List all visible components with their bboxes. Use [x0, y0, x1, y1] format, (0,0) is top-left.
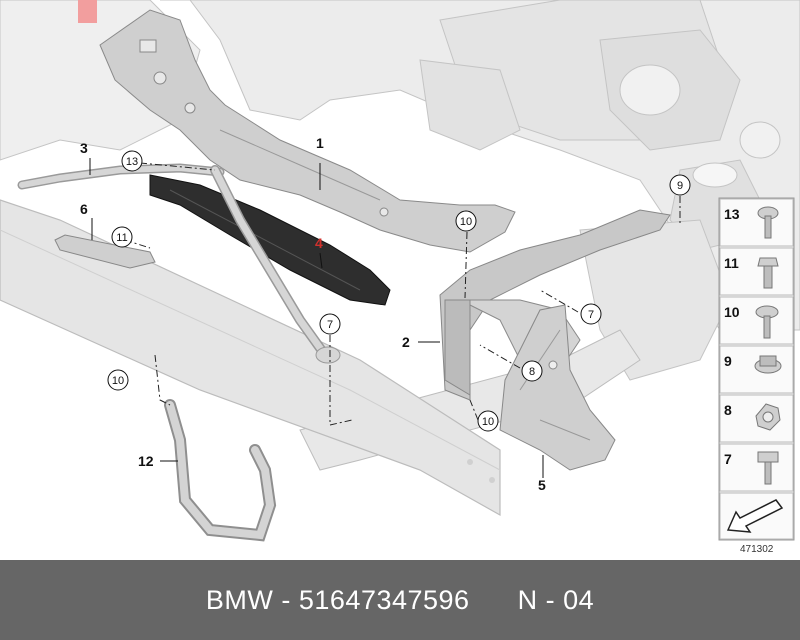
- leader-lines: [89, 158, 544, 478]
- footer-brand: BMW: [205, 584, 274, 615]
- callout-4-highlighted: 4: [315, 235, 323, 251]
- svg-text:7: 7: [724, 451, 732, 467]
- svg-text:10: 10: [724, 304, 740, 320]
- callout-labels: 1 3 6 2 5 12 4: [80, 135, 546, 493]
- parts-diagram-area: 1 3 6 2 5 12 4 13 11 10 10 10: [0, 0, 800, 555]
- bumper-carrier: [0, 199, 501, 517]
- callout-3: 3: [80, 140, 88, 156]
- callout-5: 5: [538, 477, 546, 493]
- fastener-10: 10: [719, 296, 794, 345]
- part-6-holder: [54, 234, 156, 269]
- footer-gap: [470, 585, 518, 616]
- svg-text:10: 10: [460, 216, 472, 228]
- callout-1: 1: [316, 135, 324, 151]
- circled-10-left: 10: [107, 369, 129, 391]
- circled-callouts: 13 11 10 10 10 9 7 7: [107, 150, 691, 432]
- svg-text:9: 9: [677, 180, 683, 192]
- svg-text:10: 10: [482, 416, 494, 428]
- footer-reference: N - 04: [517, 584, 595, 615]
- fastener-7: 7: [719, 443, 794, 492]
- fastener-13: 13: [719, 198, 794, 247]
- footer-separator: -: [273, 584, 299, 615]
- fastener-legend: 13 11 10 9 8 7: [718, 197, 795, 541]
- svg-text:10: 10: [112, 375, 124, 387]
- highlight-marker: [78, 0, 97, 23]
- svg-text:11: 11: [724, 255, 739, 271]
- callout-6: 6: [80, 201, 88, 217]
- svg-text:7: 7: [588, 309, 594, 321]
- svg-text:7: 7: [327, 319, 333, 331]
- svg-text:8: 8: [529, 366, 535, 378]
- diagram-code: 471302: [740, 544, 774, 555]
- fastener-8: 8: [719, 394, 794, 443]
- fastener-11: 11: [719, 247, 794, 296]
- reference-lines: [124, 162, 681, 426]
- part-3-strut-brace: [17, 163, 341, 364]
- callout-2: 2: [402, 334, 410, 350]
- circled-8: 8: [521, 360, 543, 382]
- part-12-bracket-hoop: [164, 399, 277, 542]
- circled-11: 11: [111, 226, 133, 248]
- footer-part-number: 51647347596: [298, 584, 470, 615]
- circled-10-bottom: 10: [477, 410, 499, 432]
- callout-12: 12: [138, 453, 154, 469]
- svg-text:13: 13: [724, 206, 740, 222]
- svg-text:11: 11: [116, 232, 127, 244]
- direction-arrow-icon: [719, 492, 794, 540]
- footer-bar: BMW - 51647347596 N - 04: [0, 560, 800, 640]
- circled-13: 13: [121, 150, 143, 172]
- svg-text:9: 9: [724, 353, 732, 369]
- circled-7-center: 7: [319, 313, 341, 335]
- circled-7-right: 7: [580, 303, 602, 325]
- part-4-black-support: [149, 174, 391, 306]
- fastener-9: 9: [719, 345, 794, 394]
- svg-text:13: 13: [126, 156, 138, 168]
- exploded-parts-diagram: 1 3 6 2 5 12 4 13 11 10 10 10: [0, 0, 800, 555]
- circled-9: 9: [669, 174, 691, 196]
- circled-10-top: 10: [455, 210, 477, 232]
- svg-text:8: 8: [724, 402, 732, 418]
